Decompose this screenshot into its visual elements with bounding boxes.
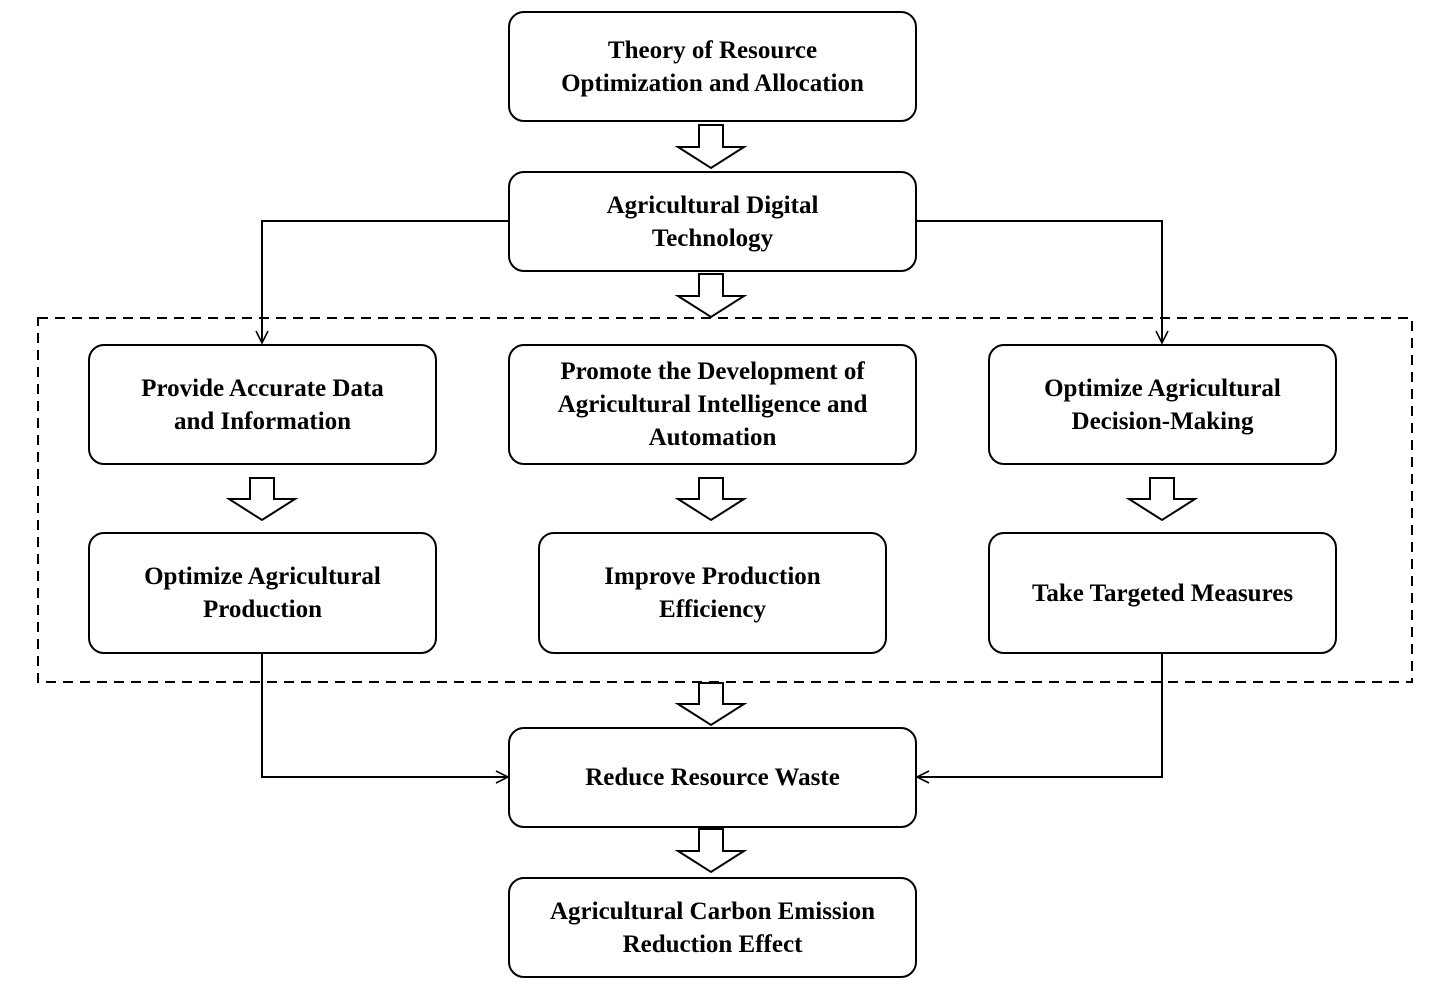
- node-take-targeted-measures: Take Targeted Measures: [988, 532, 1337, 654]
- node-improve-efficiency: Improve Production Efficiency: [538, 532, 887, 654]
- block-arrow-adt-to-group: [674, 273, 748, 319]
- node-reduce-resource-waste: Reduce Resource Waste: [508, 727, 917, 828]
- edge-adt-to-provide: [262, 220, 509, 343]
- node-adt-label: Agricultural Digital Technology: [606, 191, 819, 252]
- edge-take-to-reduce: [917, 654, 1163, 777]
- node-theory-label: Theory of Resource Optimization and Allo…: [561, 36, 864, 97]
- node-provide-accurate-data: Provide Accurate Data and Information: [88, 344, 437, 465]
- block-arrow-group-to-reduce: [674, 682, 748, 727]
- node-theory: Theory of Resource Optimization and Allo…: [508, 11, 917, 122]
- node-optimize-production-label: Optimize Agricultural Production: [144, 563, 381, 623]
- node-carbon-label: Agricultural Carbon Emission Reduction E…: [549, 897, 876, 958]
- mechanism-group-frame: [37, 317, 1413, 683]
- node-optimize-production: Optimize Agricultural Production: [88, 532, 437, 654]
- edge-adt-to-optimize-decision: [916, 220, 1162, 343]
- node-optimize-decision-making: Optimize Agricultural Decision-Making: [988, 344, 1337, 465]
- node-promote-label: Promote the Development of Agricultural …: [557, 358, 868, 451]
- block-arrow-decision-to-take: [1125, 477, 1199, 522]
- node-agricultural-digital-technology: Agricultural Digital Technology: [508, 171, 917, 272]
- node-promote-development: Promote the Development of Agricultural …: [508, 344, 917, 465]
- block-arrow-promote-to-improve: [674, 477, 748, 522]
- block-arrow-theory-to-adt: [674, 124, 748, 170]
- node-reduce-label: Reduce Resource Waste: [585, 764, 840, 791]
- edge-optimize-production-to-reduce: [261, 654, 508, 777]
- block-arrow-provide-to-optimize-production: [225, 477, 299, 522]
- node-optimize-decision-label: Optimize Agricultural Decision-Making: [1044, 374, 1281, 435]
- node-provide-label: Provide Accurate Data and Information: [141, 374, 384, 435]
- node-carbon-emission-reduction: Agricultural Carbon Emission Reduction E…: [508, 877, 917, 978]
- node-improve-label: Improve Production Efficiency: [604, 563, 821, 623]
- node-take-label: Take Targeted Measures: [1031, 579, 1294, 607]
- block-arrow-reduce-to-carbon: [674, 828, 748, 874]
